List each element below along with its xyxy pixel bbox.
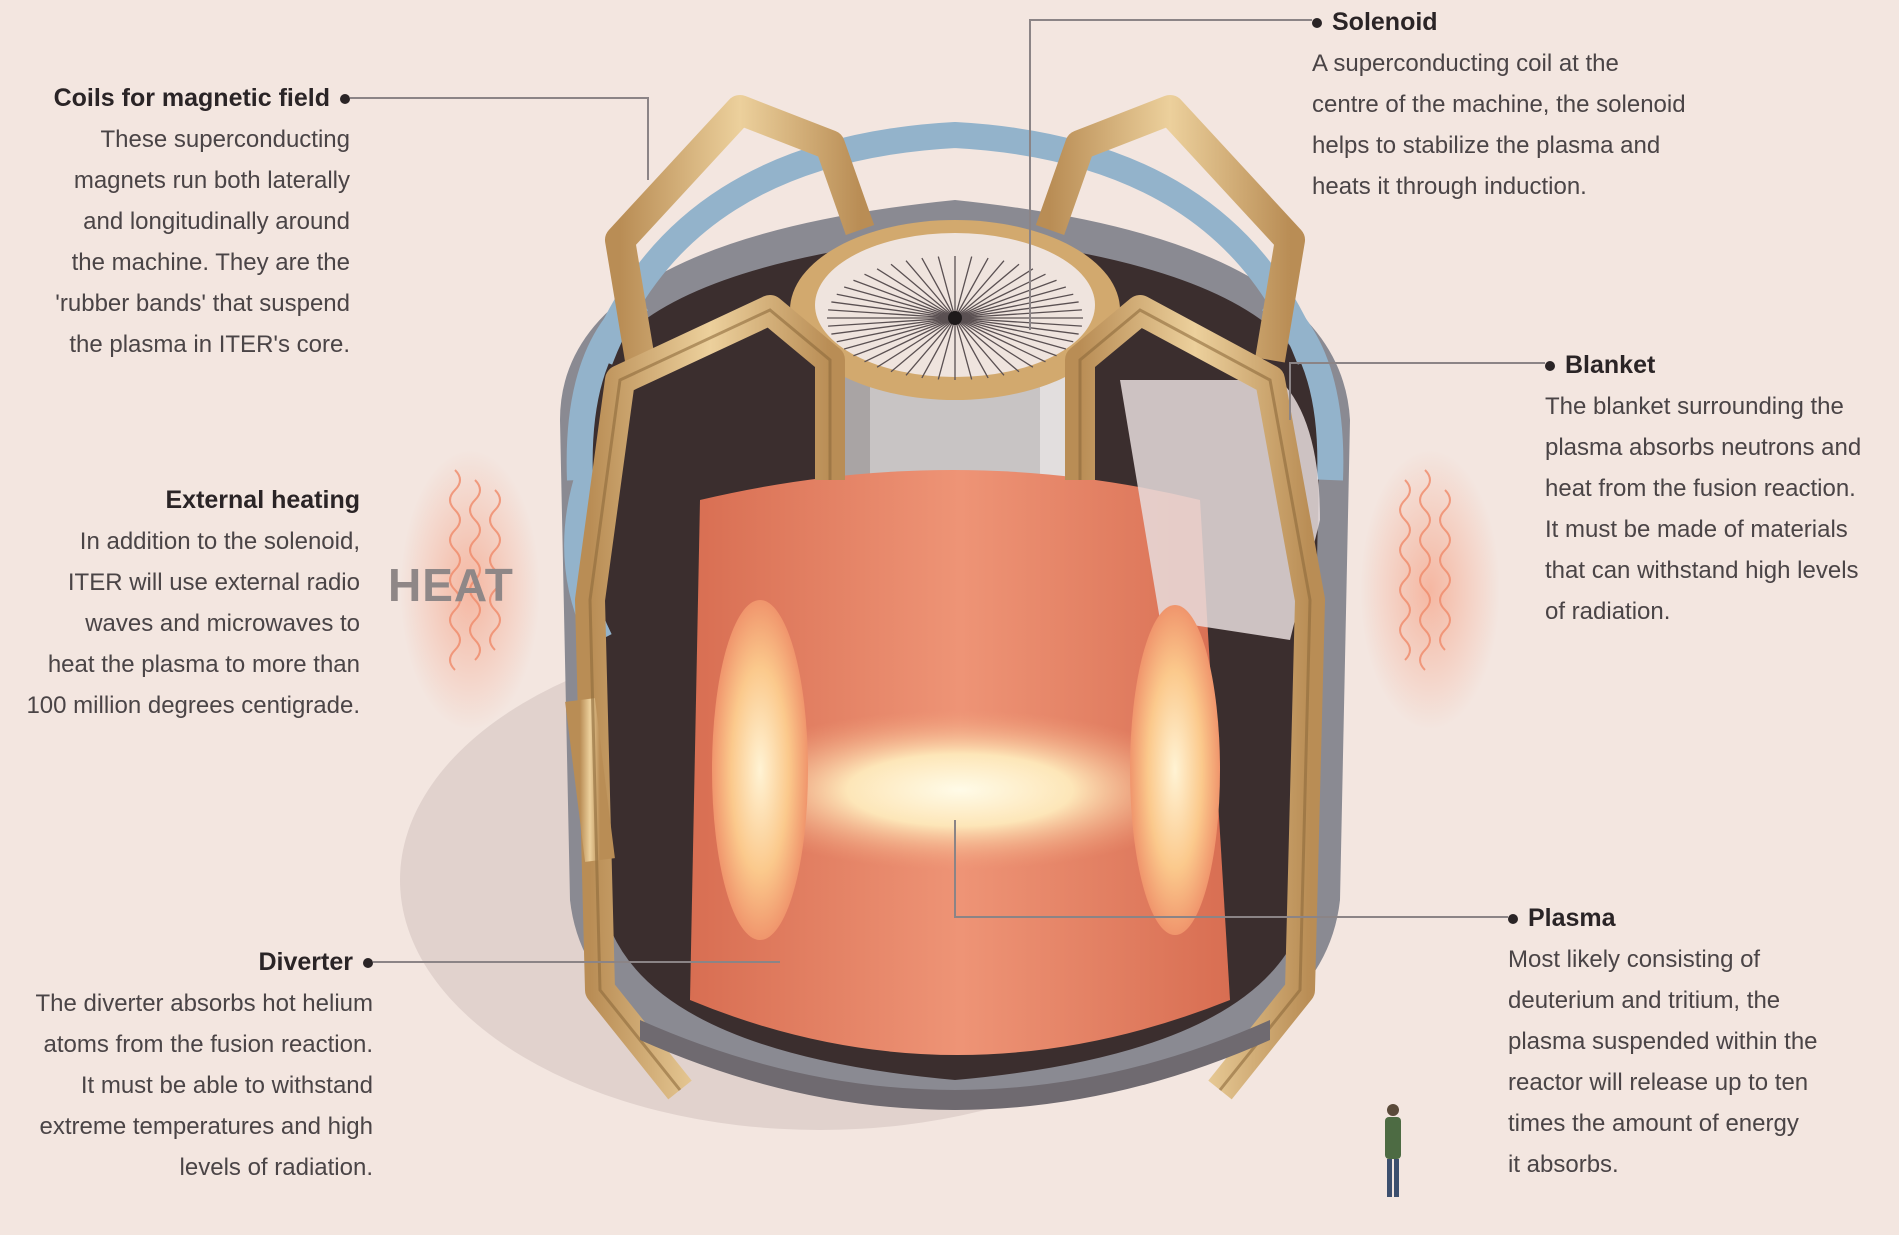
label-title: Blanket <box>1565 345 1655 386</box>
plasma-right <box>1130 605 1220 935</box>
label-coils: Coils for magnetic field These supercond… <box>10 78 350 365</box>
label-plasma: Plasma Most likely consisting of deuteri… <box>1508 898 1888 1185</box>
bullet-dot <box>340 94 350 104</box>
label-text: The blanket surrounding the plasma absor… <box>1545 386 1895 632</box>
label-title: Plasma <box>1528 898 1616 939</box>
label-text: In addition to the solenoid, ITER will u… <box>5 521 360 726</box>
label-text: Most likely consisting of deuterium and … <box>1508 939 1888 1185</box>
label-title: Solenoid <box>1332 2 1438 43</box>
bullet-dot <box>1508 914 1518 924</box>
heat-word: HEAT <box>388 558 514 612</box>
label-title: Diverter <box>259 942 354 983</box>
label-title: External heating <box>166 480 361 521</box>
label-external-heating: External heating In addition to the sole… <box>5 480 360 726</box>
label-text: A superconducting coil at the centre of … <box>1312 43 1782 207</box>
heat-waves-right <box>1360 450 1500 730</box>
label-solenoid: Solenoid A superconducting coil at the c… <box>1312 2 1782 207</box>
label-blanket: Blanket The blanket surrounding the plas… <box>1545 345 1895 632</box>
bullet-dot <box>1312 18 1322 28</box>
label-diverter: Diverter The diverter absorbs hot helium… <box>5 942 373 1188</box>
bullet-dot <box>363 958 373 968</box>
label-text: The diverter absorbs hot helium atoms fr… <box>5 983 373 1188</box>
bullet-dot <box>1545 361 1555 371</box>
label-title: Coils for magnetic field <box>54 78 330 119</box>
plasma-left <box>712 600 808 940</box>
person-figure <box>1385 1104 1401 1197</box>
label-text: These superconducting magnets run both l… <box>10 119 350 365</box>
